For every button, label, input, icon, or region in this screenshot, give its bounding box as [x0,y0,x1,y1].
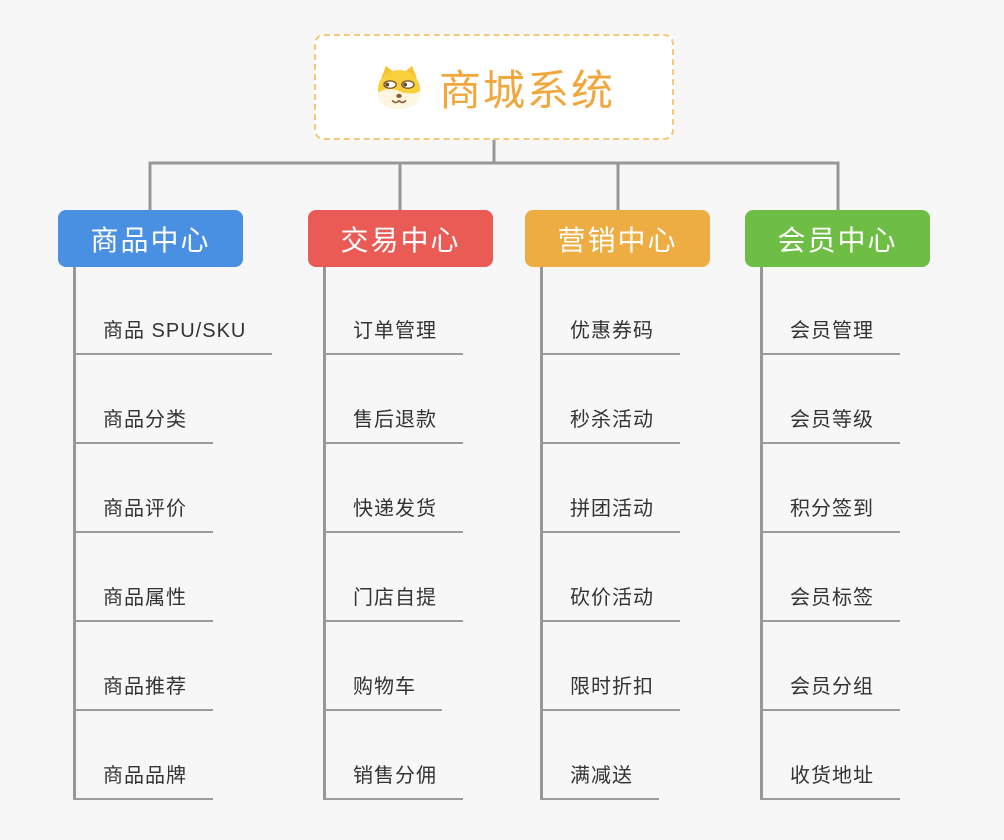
leaf-node[interactable]: 收货地址 [760,762,900,800]
leaf-node[interactable]: 会员等级 [760,406,900,444]
leaf-node[interactable]: 砍价活动 [540,584,680,622]
root-node[interactable]: 商城系统 [314,34,674,140]
branch-label: 商品中心 [90,224,211,256]
leaf-node[interactable]: 销售分佣 [323,762,463,800]
root-title: 商城系统 [438,66,615,114]
leaf-node[interactable]: 商品推荐 [73,673,213,711]
branch-label: 会员中心 [777,224,898,256]
branch-column-trade: 订单管理 售后退款 快递发货 门店自提 购物车 销售分佣 [323,267,463,800]
branch-node-member[interactable]: 会员中心 [745,210,930,267]
branch-column-marketing: 优惠券码 秒杀活动 拼团活动 砍价活动 限时折扣 满减送 [540,267,680,800]
leaf-node[interactable]: 会员管理 [760,317,900,355]
branch-node-marketing[interactable]: 营销中心 [525,210,710,267]
leaf-node[interactable]: 积分签到 [760,495,900,533]
branch-column-member: 会员管理 会员等级 积分签到 会员标签 会员分组 收货地址 [760,267,900,800]
leaf-node[interactable]: 拼团活动 [540,495,680,533]
leaf-node[interactable]: 购物车 [323,673,442,711]
leaf-node[interactable]: 售后退款 [323,406,463,444]
leaf-node[interactable]: 优惠券码 [540,317,680,355]
leaf-node[interactable]: 满减送 [540,762,659,800]
leaf-node[interactable]: 商品 SPU/SKU [73,317,273,355]
leaf-node[interactable]: 秒杀活动 [540,406,680,444]
branch-node-trade[interactable]: 交易中心 [308,210,493,267]
leaf-node[interactable]: 门店自提 [323,584,463,622]
leaf-node[interactable]: 快递发货 [323,495,463,533]
leaf-node[interactable]: 商品分类 [73,406,213,444]
branch-column-product: 商品 SPU/SKU 商品分类 商品评价 商品属性 商品推荐 商品品牌 [73,267,273,800]
leaf-node[interactable]: 订单管理 [323,317,463,355]
leaf-node[interactable]: 商品属性 [73,584,213,622]
branch-label: 交易中心 [340,224,461,256]
leaf-node[interactable]: 商品评价 [73,495,213,533]
dog-face-icon [377,65,421,109]
leaf-node[interactable]: 限时折扣 [540,673,680,711]
leaf-node[interactable]: 会员分组 [760,673,900,711]
branch-node-product[interactable]: 商品中心 [58,210,243,267]
leaf-node[interactable]: 商品品牌 [73,762,213,800]
leaf-node[interactable]: 会员标签 [760,584,900,622]
branch-label: 营销中心 [557,224,678,256]
